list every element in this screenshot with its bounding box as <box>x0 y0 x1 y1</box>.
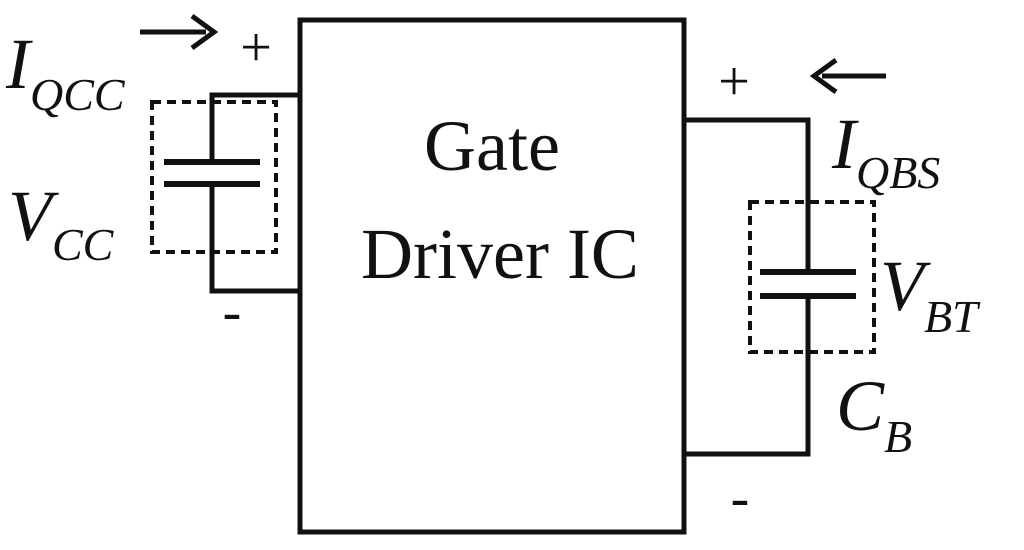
vcc-sub: CC <box>52 219 115 270</box>
cb-main: C <box>836 366 885 446</box>
vbt-label: VBT <box>880 246 981 342</box>
ic-label-line1: Gate <box>424 106 560 186</box>
ic-label-line2: Driver IC <box>361 214 639 294</box>
vcc-dashed-box <box>150 100 278 254</box>
vbt-main: V <box>880 246 931 326</box>
vbt-bottom-wire <box>684 296 811 457</box>
vcc-minus-sign: - <box>223 281 242 343</box>
vbt-plus-sign: + <box>718 51 750 113</box>
cb-label: CB <box>836 366 912 462</box>
iqbs-label: IQBS <box>831 104 940 198</box>
iqcc-label: IQCC <box>5 24 126 120</box>
gate-driver-ic-box <box>297 17 687 535</box>
vcc-bottom-wire <box>209 186 300 294</box>
vbt-sub: BT <box>924 291 981 342</box>
vbt-top-wire <box>684 117 811 272</box>
vcc-main: V <box>8 176 59 256</box>
iqcc-main: I <box>5 24 33 104</box>
iqcc-sub: QCC <box>30 69 126 120</box>
vbt-minus-sign: - <box>731 467 750 529</box>
iqbs-sub: QBS <box>856 147 940 198</box>
vbt-dashed-box <box>748 200 876 354</box>
cb-sub: B <box>884 411 912 462</box>
vcc-label: VCC <box>8 176 115 270</box>
vcc-top-wire <box>209 92 300 160</box>
iqbs-main: I <box>831 104 859 184</box>
vcc-plus-sign: + <box>240 17 272 79</box>
arrow-left-icon <box>809 57 886 95</box>
arrow-right-icon <box>140 13 219 51</box>
